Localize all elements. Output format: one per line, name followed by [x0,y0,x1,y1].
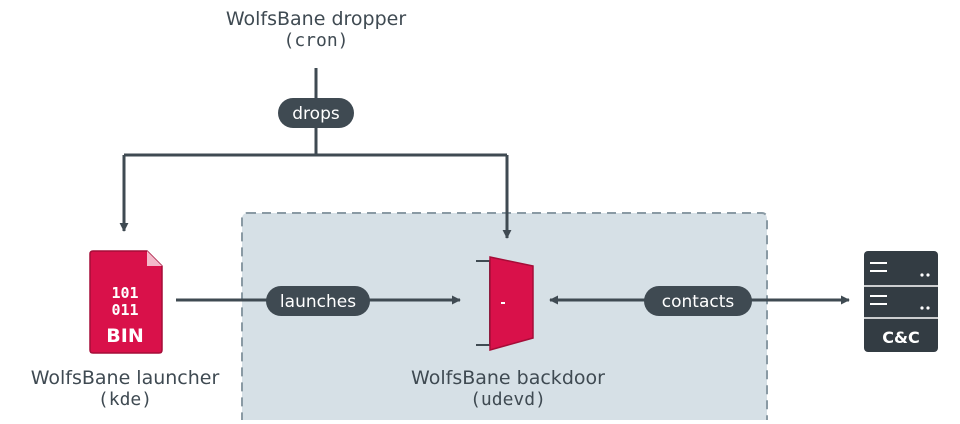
dropper-name: WolfsBane dropper [225,8,407,30]
backdoor-label: WolfsBane backdoor (udevd) [378,367,638,411]
launcher-label: WolfsBane launcher (kde) [4,367,246,411]
backdoor-name: WolfsBane backdoor [411,367,605,389]
backdoor-process: (udevd) [470,389,546,410]
cnc-label: C&C [882,328,919,347]
bin-bits-row1: 101 [111,284,138,302]
launches-pill: launches [266,286,370,316]
dropper-process: (cron) [283,30,349,51]
bin-file-icon: 101 011 BIN [89,250,163,354]
drops-pill: drops [278,98,354,128]
launcher-process: (kde) [97,389,153,410]
launches-label: launches [280,292,356,312]
bin-bits-row2: 011 [111,301,138,319]
contacts-label: contacts [662,292,735,312]
launcher-name: WolfsBane launcher [30,367,220,389]
bin-file-text: BIN [106,325,143,347]
drops-label: drops [292,104,340,124]
server-icon: C&C [864,251,938,352]
open-door-icon [476,256,534,351]
dropper-label: WolfsBane dropper (cron) [196,8,436,52]
contacts-pill: contacts [644,286,752,316]
